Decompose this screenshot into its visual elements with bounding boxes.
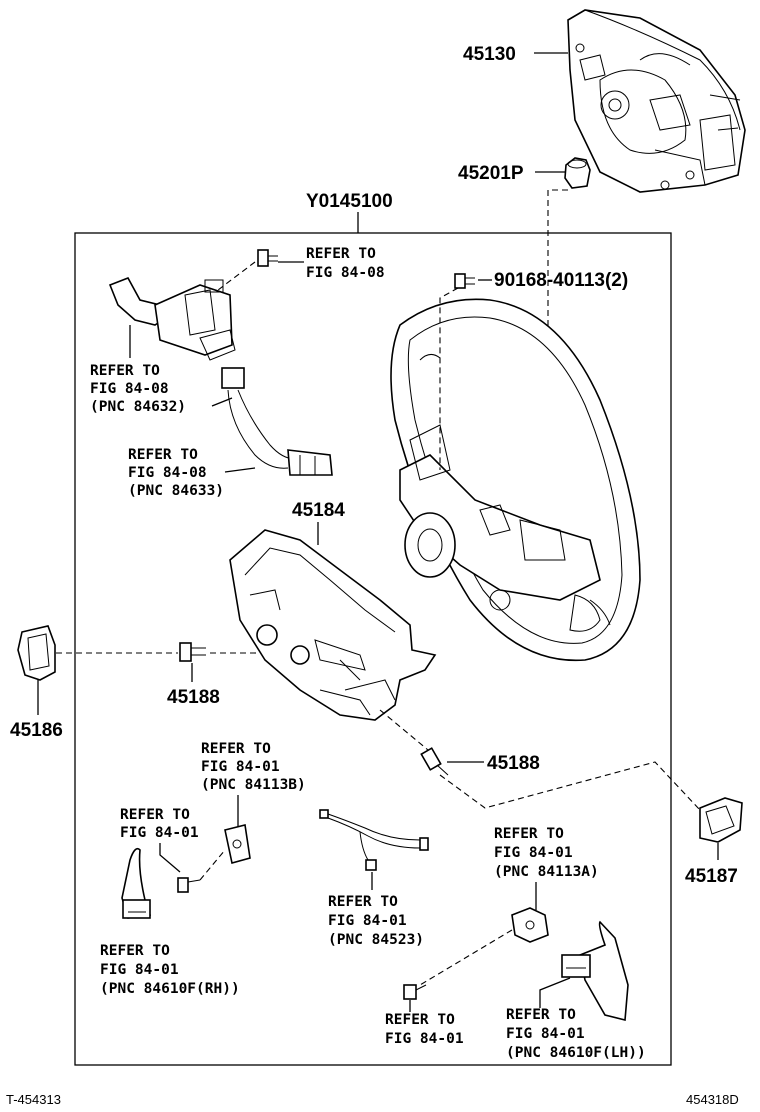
ref-84523-line3: (PNC 84523)	[328, 932, 424, 948]
ref-switch-line3: (PNC 84632)	[90, 399, 186, 415]
ref-harness-line1: REFER TO	[128, 447, 198, 463]
ref-fig8401-b-line2: FIG 84-01	[385, 1031, 464, 1047]
ref-harness-line2: FIG 84-08	[128, 465, 207, 481]
screw-right-drawing	[420, 747, 449, 776]
ref-84113b-line3: (PNC 84113B)	[201, 777, 306, 793]
part-45184: 45184	[292, 500, 345, 521]
connector-84113b-drawing	[224, 824, 251, 864]
ref-paddle-rh-line2: FIG 84-01	[100, 962, 179, 978]
bolt-lower-right-drawing	[403, 984, 427, 1000]
ref-paddle-lh-line2: FIG 84-01	[506, 1026, 585, 1042]
top-screw-drawing	[257, 249, 278, 267]
paddle-lh-drawing	[561, 920, 629, 1022]
ref-paddle-rh-line3: (PNC 84610F(RH))	[100, 981, 240, 997]
part-45186: 45186	[10, 720, 63, 741]
assembly-frame	[74, 232, 672, 1066]
ref-switch-line2: FIG 84-08	[90, 381, 169, 397]
ref-84523-line2: FIG 84-01	[328, 913, 407, 929]
ref-paddle-lh-line3: (PNC 84610F(LH))	[506, 1045, 646, 1061]
ref-top-screw-line2: FIG 84-08	[306, 265, 385, 281]
part-45188-right: 45188	[487, 753, 540, 774]
switch-drawing	[108, 276, 236, 361]
cap-drawing	[564, 157, 591, 189]
part-45201p: 45201P	[458, 163, 524, 184]
part-45130: 45130	[463, 44, 516, 65]
screw-left-drawing	[179, 642, 206, 662]
left-side-cover-drawing	[17, 625, 56, 681]
ref-top-screw-line1: REFER TO	[306, 246, 376, 262]
ref-84523-line1: REFER TO	[328, 894, 398, 910]
ref-paddle-rh-line1: REFER TO	[100, 943, 170, 959]
harness-84523-drawing	[319, 809, 429, 871]
right-side-cover-drawing	[699, 797, 743, 843]
part-y0145100: Y0145100	[306, 191, 393, 212]
part-90168: 90168-40113(2)	[494, 270, 628, 291]
steering-wheel-drawing	[390, 298, 641, 662]
bolt-drawing	[454, 273, 475, 289]
footer-left-code: T-454313	[6, 1092, 61, 1107]
airbag-module-drawing	[567, 9, 746, 193]
ref-fig8401-b-line1: REFER TO	[385, 1012, 455, 1028]
part-45188-left: 45188	[167, 687, 220, 708]
part-45187: 45187	[685, 866, 738, 887]
small-bolt-drawing	[177, 877, 201, 893]
ref-paddle-lh-line1: REFER TO	[506, 1007, 576, 1023]
ref-84113a-line2: FIG 84-01	[494, 845, 573, 861]
ref-84113a-line1: REFER TO	[494, 826, 564, 842]
ref-harness-line3: (PNC 84633)	[128, 483, 224, 499]
ref-84113b-line2: FIG 84-01	[201, 759, 280, 775]
ref-84113b-line1: REFER TO	[201, 741, 271, 757]
footer-right-code: 454318D	[686, 1092, 739, 1107]
paddle-rh-drawing	[121, 847, 152, 919]
harness-drawing	[221, 367, 333, 476]
lower-cover-drawing	[229, 529, 437, 721]
ref-switch-line1: REFER TO	[90, 363, 160, 379]
ref-fig8401-a-line2: FIG 84-01	[120, 825, 199, 841]
connector-84113a-drawing	[511, 907, 549, 943]
ref-fig8401-a-line1: REFER TO	[120, 807, 190, 823]
ref-84113a-line3: (PNC 84113A)	[494, 864, 599, 880]
